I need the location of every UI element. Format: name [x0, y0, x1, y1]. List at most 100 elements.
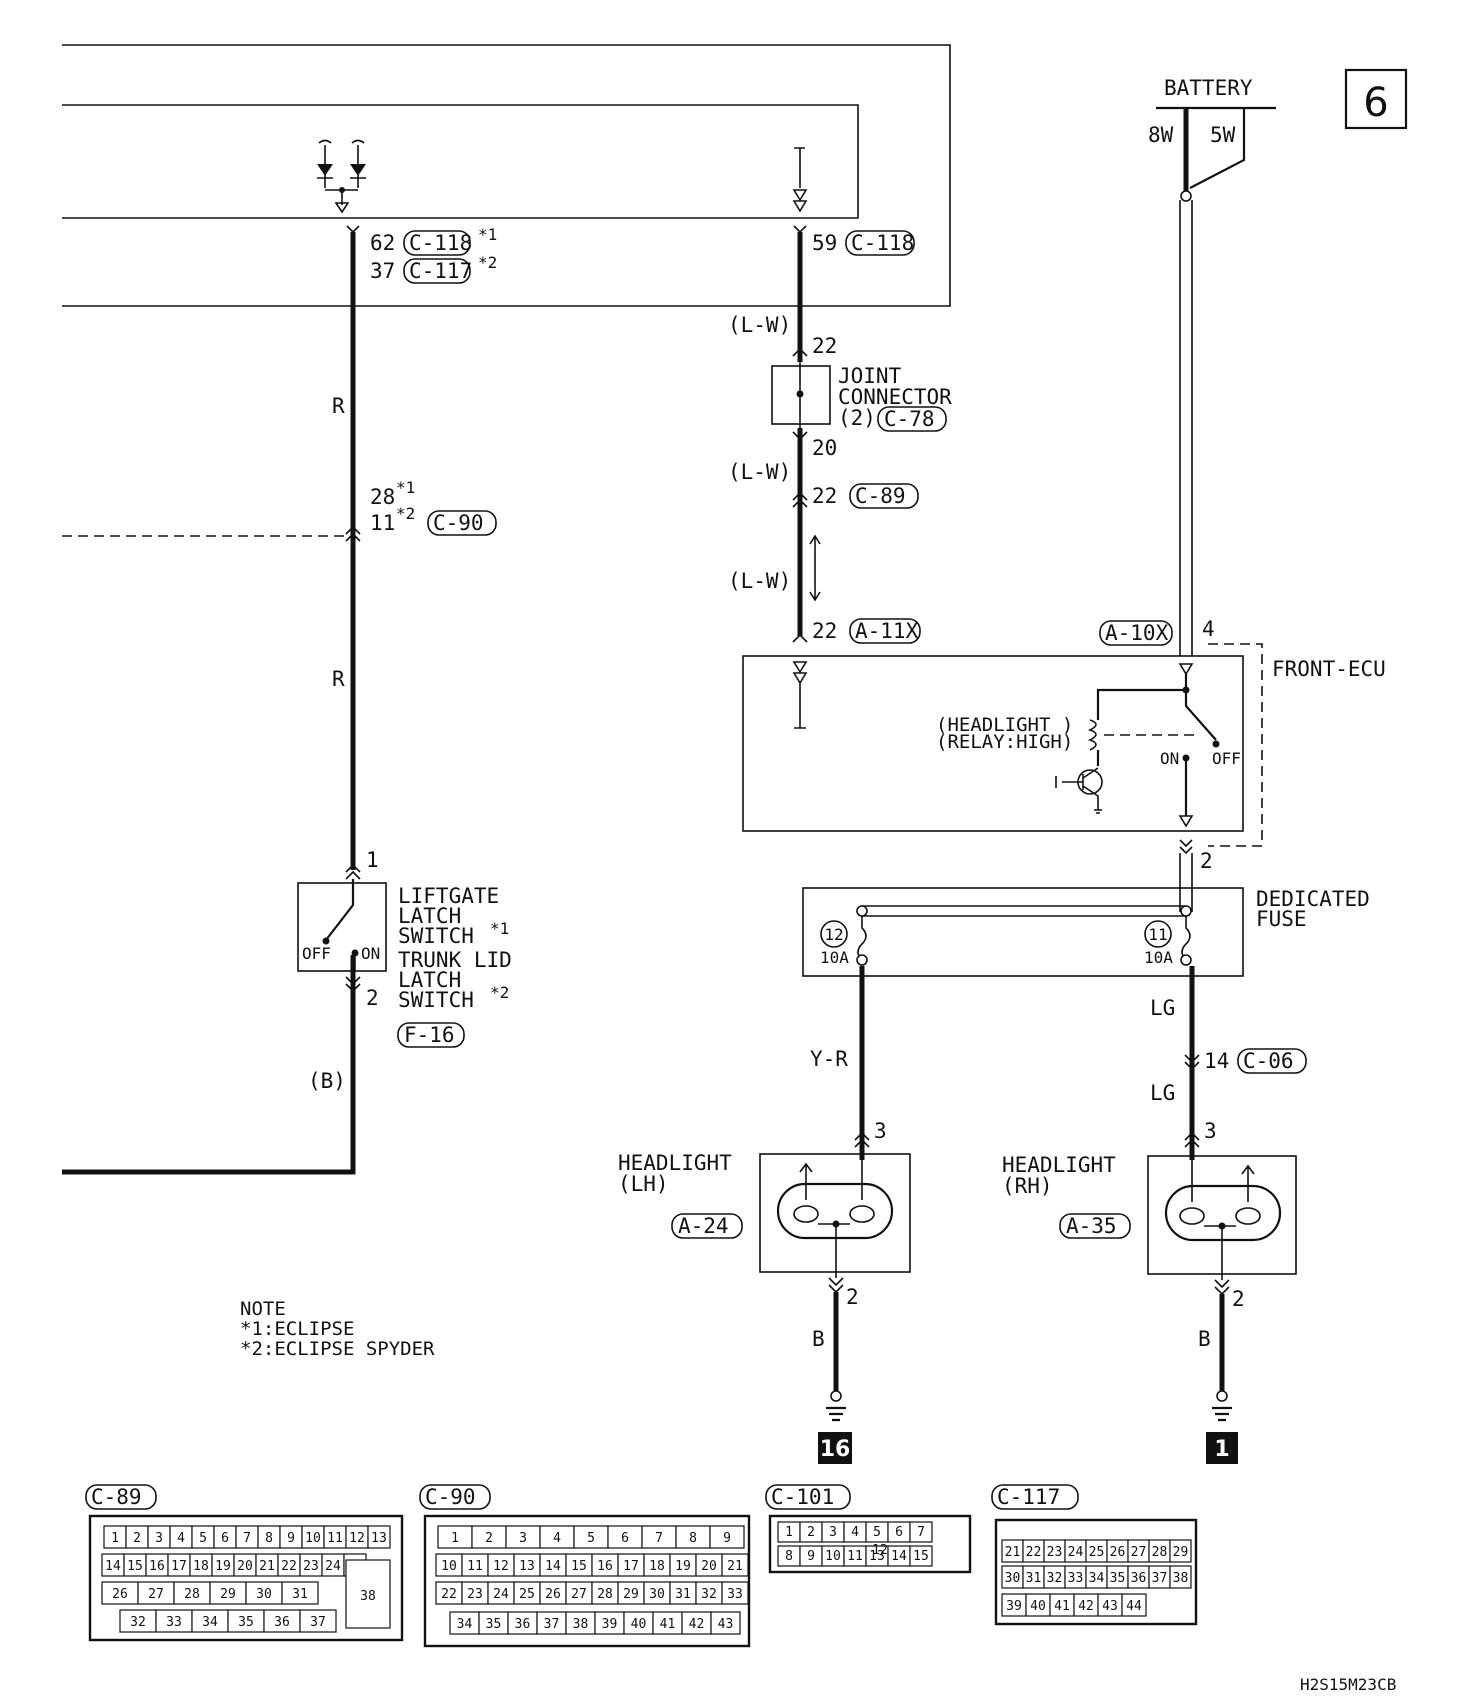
c101-r2-pin: 14	[891, 1549, 907, 1564]
c117-r2-pin: 35	[1110, 1571, 1126, 1586]
switch-label-4: TRUNK LID	[398, 948, 512, 972]
c90-r2-pin: 12	[493, 1559, 509, 1574]
c89-r3-pin: 27	[148, 1587, 164, 1602]
switch-pin-2: 2	[366, 986, 379, 1010]
relay-label-2: (RELAY:HIGH)	[936, 731, 1073, 753]
c89-big-cell	[345, 1559, 391, 1629]
c06-pin-marker	[1184, 1054, 1200, 1071]
joint-pin-20: 20	[812, 436, 837, 460]
c90-r4-pin: 36	[515, 1617, 531, 1632]
conn-c118-badge	[403, 230, 471, 256]
c117-r2-pin: 33	[1068, 1571, 1084, 1586]
c89-r3-pin: 29	[220, 1587, 236, 1602]
c89-r2-pin: 17	[171, 1559, 187, 1574]
c89-r1-pin: 1	[111, 1531, 119, 1546]
c89-r1-pin: 11	[327, 1531, 343, 1546]
c101-r1-pin: 1	[785, 1525, 793, 1540]
conn-face-c101-label: C-101	[771, 1485, 834, 1509]
c89-r1-pin: 9	[287, 1531, 295, 1546]
joint-label-2: CONNECTOR	[838, 385, 952, 409]
c89-r4-pin: 35	[238, 1615, 254, 1630]
c89-r2-pin: 16	[149, 1559, 165, 1574]
conn-c117-badge	[403, 258, 471, 284]
c90-r1-pin: 6	[621, 1531, 629, 1546]
conn-c06-label: C-06	[1243, 1049, 1294, 1073]
c90-r1-pin: 4	[553, 1531, 561, 1546]
pin-37: 37	[370, 259, 395, 283]
diode-pair-icon	[317, 139, 366, 214]
conn-face-c101-badge	[765, 1484, 851, 1510]
c89-r1-pin: 3	[155, 1531, 163, 1546]
c89-r1-pin: 5	[199, 1531, 207, 1546]
c101-r2-pin: 15	[913, 1549, 929, 1564]
c89-r2-pin: 23	[303, 1559, 319, 1574]
c101-r1-pin: 2	[807, 1525, 815, 1540]
c101-r2-cell	[909, 1545, 933, 1567]
c90-r2-pin: 15	[571, 1559, 587, 1574]
fuse-12-icon	[820, 916, 868, 966]
conn-a10x-text: A-10X	[1105, 621, 1169, 645]
switch-label-5: LATCH	[398, 968, 461, 992]
battery-fuse-5w: 5W	[1210, 123, 1236, 147]
c90-r1-pin: 3	[519, 1531, 527, 1546]
a11x-pin-marker	[792, 633, 808, 643]
front-ecu-pin-2-marker	[1179, 839, 1193, 855]
fuse-11-icon	[1144, 916, 1192, 966]
ground-lh-number: 16	[820, 1437, 851, 1462]
c89-big-pin: 38	[360, 1589, 376, 1604]
c90-r3-pin: 22	[441, 1587, 457, 1602]
a11x-pin-22: 22	[812, 619, 837, 643]
c06-pin-14: 14	[1204, 1049, 1229, 1073]
wire-color-r-2: R	[332, 667, 345, 691]
c90-r1-cell	[709, 1525, 745, 1549]
c89-r2-pin: 18	[193, 1559, 209, 1574]
c90-r3-pin: 23	[467, 1587, 483, 1602]
c90-r4-pin: 37	[544, 1617, 560, 1632]
battery-junction	[1180, 190, 1192, 202]
c101-r2-pin: 10	[825, 1549, 841, 1564]
lh-pin-2: 2	[846, 1285, 859, 1309]
c90-r4-pin: 43	[718, 1617, 734, 1632]
c90-r4-pin: 35	[486, 1617, 502, 1632]
c90-mark-2: *2	[396, 504, 415, 523]
c89-r4-pin: 34	[202, 1615, 218, 1630]
c90-r2-pin: 18	[649, 1559, 665, 1574]
battery-fuse-8w: 8W	[1148, 123, 1174, 147]
joint-connector-icon	[771, 362, 831, 428]
rh-pin-2-marker	[1214, 1279, 1230, 1296]
conn-face-c117-badge	[991, 1484, 1079, 1510]
c90-r3-pin: 31	[675, 1587, 691, 1602]
c89-r2-pin: 20	[237, 1559, 253, 1574]
c90-pin-28: 28	[370, 485, 395, 509]
rh-pin-2: 2	[1232, 1287, 1245, 1311]
c90-r3-pin: 29	[623, 1587, 639, 1602]
headlight-relay-icon	[1055, 663, 1220, 828]
c90-r3-pin: 28	[597, 1587, 613, 1602]
c90-r4-pin: 40	[631, 1617, 647, 1632]
mark-1: *1	[478, 225, 497, 244]
c101-r1-pin: 6	[895, 1525, 903, 1540]
c101-r2-pin: 8	[785, 1549, 793, 1564]
conn-a11x-badge	[849, 618, 921, 644]
c90-r1-pin: 7	[655, 1531, 663, 1546]
switch-off: OFF	[302, 944, 331, 963]
c117-r3-pin: 43	[1102, 1599, 1118, 1614]
switch-pin-1-marker	[345, 863, 361, 880]
battery-label: BATTERY	[1164, 76, 1253, 100]
c117-r1-pin: 27	[1131, 1545, 1147, 1560]
switch-label-2: LATCH	[398, 904, 461, 928]
c90-r3-pin: 25	[519, 1587, 535, 1602]
wire-color-lw-1: (L-W)	[728, 313, 791, 337]
relay-on: ON	[1160, 749, 1179, 768]
front-ecu-label: FRONT-ECU	[1272, 657, 1386, 681]
c89-r2-pin: 22	[281, 1559, 297, 1574]
c89-r2-pin: 21	[259, 1559, 275, 1574]
c90-r3-pin: 32	[701, 1587, 717, 1602]
c117-r1-pin: 25	[1089, 1545, 1105, 1560]
c90-r2-cell	[721, 1553, 749, 1577]
a10x-pin-4: 4	[1202, 617, 1215, 641]
switch-mark-2: *2	[490, 983, 509, 1002]
latch-switch-icon	[297, 879, 387, 972]
fuse-12-number: 12	[824, 925, 843, 944]
